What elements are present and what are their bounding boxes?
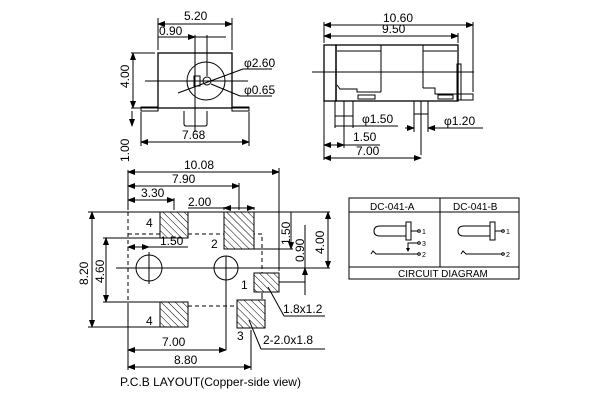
symbol-b: 1 2: [457, 221, 510, 259]
pcb-layout: 4 2 1 4 3 10.08 7.90 3.30 2.00 1.50 1.50: [77, 158, 331, 389]
dim-4-00-vert: 4.00: [313, 230, 327, 254]
side-view: 10.60 9.50 φ1.50 φ1.20 1.50 7.00: [312, 11, 483, 161]
dim-7-68: 7.68: [182, 128, 206, 142]
dim-2-2-0x1-8: 2-2.0x1.8: [263, 333, 313, 347]
side-body: [335, 44, 459, 102]
dim-4-60: 4.60: [93, 259, 107, 283]
pin-a-1: 1: [422, 229, 426, 236]
dim-0-90-vert: 0.90: [293, 238, 307, 262]
dim-10-08: 10.08: [184, 158, 214, 172]
pad-label-4-top: 4: [146, 216, 153, 230]
dim-1-50-vert: 1.50: [279, 221, 293, 245]
dim-phi-2-60: φ2.60: [244, 56, 275, 70]
dim-phi-0-65: φ0.65: [244, 83, 275, 97]
dim-1-8x1-2: 1.8x1.2: [283, 302, 323, 316]
symbol-a: 1 3 2: [370, 221, 426, 259]
circuit-diagram: DC-041-A DC-041-B CIRCUIT DIAGRAM 1 3 2 …: [348, 197, 520, 280]
model-b-label: DC-041-B: [453, 202, 498, 213]
front-foot-right: [231, 106, 250, 112]
dim-1-50-side: 1.50: [353, 130, 377, 144]
pin-a-3: 3: [422, 241, 426, 248]
circuit-diagram-title: CIRCUIT DIAGRAM: [398, 269, 488, 280]
front-view: 5.20 0.90 4.00 φ2.60 φ0.65 7.68 1.00: [118, 9, 275, 162]
pad-3: [236, 299, 266, 329]
dim-5-20: 5.20: [184, 9, 208, 23]
pad-1: [253, 272, 280, 293]
pad-2: [223, 211, 255, 250]
pin-b-1: 1: [506, 229, 510, 236]
pad-4-top: [159, 211, 189, 239]
pad-label-1: 1: [241, 278, 248, 292]
pad-label-3: 3: [237, 329, 244, 343]
pad-label-4-bottom: 4: [146, 314, 153, 328]
pad-label-2: 2: [211, 237, 218, 251]
side-front-flange: [323, 44, 337, 102]
dim-9-50: 9.50: [382, 22, 406, 36]
pad-4-bottom: [159, 301, 189, 328]
dim-2-00: 2.00: [188, 195, 212, 209]
dim-10-60: 10.60: [383, 11, 413, 25]
dim-7-00-side: 7.00: [356, 144, 380, 158]
dim-7-00-pcb: 7.00: [162, 335, 186, 349]
dim-7-90: 7.90: [172, 172, 196, 186]
circuit-frame: [348, 197, 520, 280]
dim-1-00: 1.00: [118, 138, 132, 162]
front-foot-left: [140, 106, 159, 112]
dim-phi-1-20: φ1.20: [444, 114, 475, 128]
dim-4-00: 4.00: [118, 64, 132, 88]
dim-phi-1-50: φ1.50: [362, 112, 393, 126]
dim-3-30: 3.30: [141, 186, 165, 200]
pcb-layout-title: P.C.B LAYOUT(Copper-side view): [120, 375, 301, 389]
pin-b-2: 2: [506, 252, 510, 259]
dim-0-90: 0.90: [159, 24, 183, 38]
model-a-label: DC-041-A: [370, 202, 415, 213]
dim-1-50-pcb: 1.50: [160, 234, 184, 248]
dim-8-20: 8.20: [77, 261, 91, 285]
pin-a-2: 2: [422, 252, 426, 259]
dim-8-80: 8.80: [174, 353, 198, 367]
